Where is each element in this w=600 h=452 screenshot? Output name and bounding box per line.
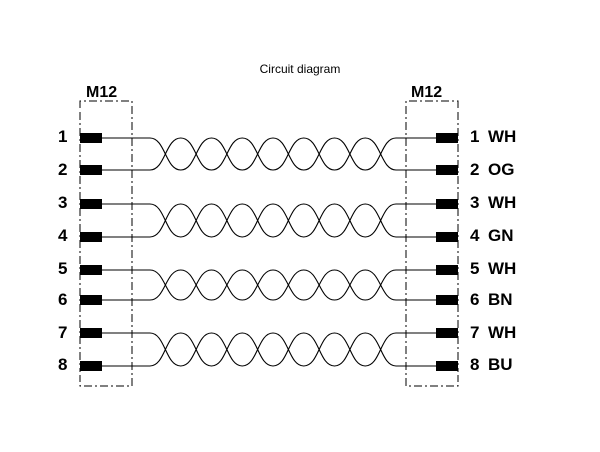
left-pin-2: 2 (58, 160, 68, 179)
right-pin-2: 2 OG (470, 160, 514, 180)
wire-color-code: BN (488, 290, 513, 309)
diagram-title: Circuit diagram (259, 62, 341, 76)
right-pin-number: 6 (470, 290, 480, 309)
left-pin-block-7 (80, 328, 102, 338)
left-pin-block-3 (80, 199, 102, 209)
twisted-pair-1-wire-b (102, 137, 436, 171)
right-pin-8: 8 BU (470, 355, 513, 375)
left-pin-block-5 (80, 265, 102, 275)
left-pin-6: 6 (58, 290, 68, 309)
wire-color-code: OG (488, 160, 515, 179)
right-pin-5: 5 WH (470, 259, 516, 279)
wire-color-code: WH (488, 127, 517, 146)
left-pin-block-6 (80, 295, 102, 305)
right-pin-block-4 (436, 232, 458, 242)
right-pin-block-7 (436, 328, 458, 338)
right-pin-block-6 (436, 295, 458, 305)
wire-color-code: WH (488, 259, 517, 278)
left-pin-3: 3 (58, 193, 68, 212)
wire-color-code: GN (488, 226, 514, 245)
right-pin-1: 1 WH (470, 127, 516, 147)
wire-color-code: BU (488, 355, 513, 374)
wire-color-code: WH (488, 323, 517, 342)
right-pin-4: 4 GN (470, 226, 514, 246)
right-pin-block-8 (436, 361, 458, 371)
right-pin-number: 1 (470, 127, 480, 146)
right-connector-frame (405, 100, 459, 387)
right-pin-block-1 (436, 133, 458, 143)
right-pin-number: 8 (470, 355, 480, 374)
twisted-pair-4-wire-b (102, 332, 436, 367)
left-pin-block-4 (80, 232, 102, 242)
right-connector-label: M12 (411, 84, 443, 101)
left-pin-8: 8 (58, 355, 68, 374)
left-pin-block-1 (80, 133, 102, 143)
left-pin-1: 1 (58, 127, 68, 146)
right-pin-block-3 (436, 199, 458, 209)
left-pin-block-2 (80, 165, 102, 175)
right-pin-6: 6 BN (470, 290, 513, 310)
right-pin-block-2 (436, 165, 458, 175)
twisted-pair-3-wire-a (102, 269, 436, 301)
left-connector-frame (79, 100, 133, 387)
left-pin-block-8 (80, 361, 102, 371)
left-pin-4: 4 (58, 226, 68, 245)
twisted-pair-1-wire-a (102, 137, 436, 171)
right-pin-number: 2 (470, 160, 480, 179)
twisted-pair-2-wire-b (102, 203, 436, 238)
twisted-pair-3-wire-b (102, 269, 436, 301)
twisted-pair-2-wire-a (102, 203, 436, 238)
right-pin-number: 7 (470, 323, 480, 342)
wire-color-code: WH (488, 193, 517, 212)
right-pin-number: 5 (470, 259, 480, 278)
left-pin-7: 7 (58, 323, 68, 342)
right-pin-7: 7 WH (470, 323, 516, 343)
right-pin-number: 3 (470, 193, 480, 212)
left-connector-label: M12 (86, 84, 118, 101)
left-pin-5: 5 (58, 259, 68, 278)
right-pin-number: 4 (470, 226, 480, 245)
right-pin-block-5 (436, 265, 458, 275)
right-pin-3: 3 WH (470, 193, 516, 213)
twisted-pair-4-wire-a (102, 332, 436, 367)
